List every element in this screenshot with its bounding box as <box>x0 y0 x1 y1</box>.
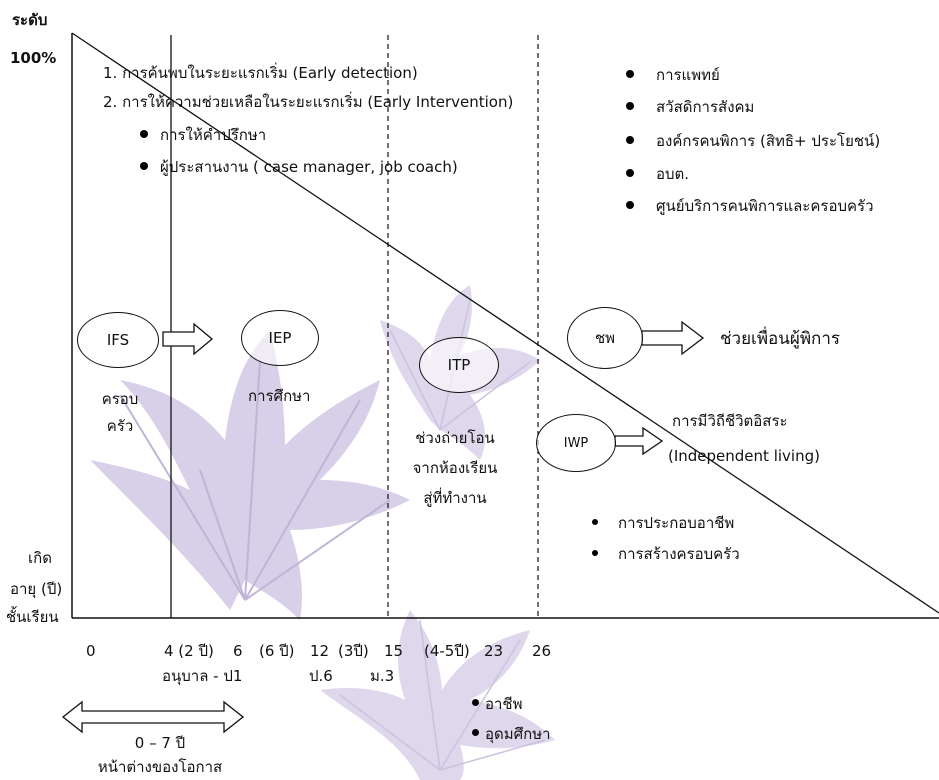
age-tick: 12 <box>310 642 330 660</box>
early-sub-item-label: การให้คำปรึกษา <box>160 126 267 144</box>
y-axis-title: ระดับ <box>12 11 48 29</box>
bullet-icon <box>472 729 479 736</box>
ifs-circle: IFS <box>77 312 159 368</box>
early-sub-item-label: ผู้ประสานงาน ( case manager, job coach) <box>160 158 458 176</box>
arrow-icon <box>614 426 664 456</box>
ifs-caption: ครอบ <box>101 390 139 408</box>
itp-circle: ITP <box>419 337 499 393</box>
y-axis-birth-label: เกิด <box>28 549 52 567</box>
after-school-item: อุดมศึกษา <box>472 724 551 744</box>
bullet-icon <box>626 200 634 209</box>
adult-item: การประกอบอาชีพ <box>592 513 734 533</box>
bullet-icon <box>626 101 634 110</box>
iwp-caption: (Independent living) <box>668 447 820 465</box>
window-range: 0 – 7 ปี <box>134 734 186 752</box>
service-item: การแพทย์ <box>626 65 720 85</box>
arrow-icon <box>162 322 214 356</box>
bullet-icon <box>592 549 598 556</box>
service-item: สวัสดิการสังคม <box>626 97 754 117</box>
itp-caption: สู่ที่ทำงาน <box>423 489 487 507</box>
grade-label: ป.6 <box>309 667 333 685</box>
itp-caption: ช่วงถ่ายโอน <box>415 429 495 447</box>
service-item-label: ศูนย์บริการคนพิการและครอบครัว <box>656 197 874 215</box>
leaf-watermark-large <box>90 330 410 620</box>
grade-label: อนุบาล - ป1 <box>162 667 243 685</box>
service-item: อบต. <box>626 164 689 184</box>
age-tick: 15 <box>384 642 404 660</box>
after-school-item-label: อาชีพ <box>485 695 523 713</box>
diagonal-decline-line <box>71 32 939 614</box>
early-sub-item: การให้คำปรึกษา <box>140 125 266 145</box>
age-tick: (4-5ปี) <box>424 642 470 660</box>
window-label: หน้าต่างของโอกาส <box>97 758 223 776</box>
service-item-label: องค์กรคนพิการ (สิทธิ+ ประโยชน์) <box>656 132 881 150</box>
early-detection-item: 1. การค้นพบในระยะแรกเริ่ม (Early detecti… <box>103 64 418 82</box>
age-tick: 0 <box>86 642 96 660</box>
y-axis-top-label: 100% <box>10 49 57 67</box>
age-tick: 6 <box>233 642 243 660</box>
bullet-icon <box>592 518 598 525</box>
bullet-icon <box>626 135 634 144</box>
chp-circle: ชพ <box>567 307 643 369</box>
service-item: ศูนย์บริการคนพิการและครอบครัว <box>626 196 874 216</box>
iep-caption: การศึกษา <box>248 387 311 405</box>
leaf-watermark-lower <box>320 610 555 780</box>
itp-caption: จากห้องเรียน <box>412 459 498 477</box>
grade-label: ม.3 <box>370 667 395 685</box>
bullet-icon <box>626 69 634 78</box>
y-axis-age-label: อายุ (ปี) <box>10 580 63 598</box>
iep-circle: IEP <box>241 310 319 366</box>
chp-caption: ช่วยเพื่อนผู้พิการ <box>720 329 841 349</box>
bullet-icon <box>472 699 479 706</box>
iwp-circle: IWP <box>536 414 616 472</box>
early-intervention-item: 2. การให้ความช่วยเหลือในระยะแรกเริ่ม (Ea… <box>103 93 514 111</box>
double-arrow-icon <box>61 700 245 734</box>
after-school-item: อาชีพ <box>472 694 523 714</box>
age-tick: 23 <box>484 642 504 660</box>
adult-item: การสร้างครอบครัว <box>592 544 740 564</box>
bullet-icon <box>140 161 148 170</box>
age-tick: 26 <box>532 642 552 660</box>
age-tick: 4 (2 ปี) <box>164 642 214 660</box>
bullet-icon <box>140 129 148 138</box>
after-school-item-label: อุดมศึกษา <box>485 725 551 743</box>
age-tick: (6 ปี) <box>259 642 295 660</box>
iwp-caption: การมีวิถีชีวิตอิสระ <box>672 412 788 430</box>
adult-item-label: การประกอบอาชีพ <box>618 514 735 532</box>
service-item-label: อบต. <box>656 165 690 183</box>
ifs-caption: ครัว <box>106 417 134 435</box>
service-item-label: สวัสดิการสังคม <box>656 98 755 116</box>
age-tick: (3ปี) <box>338 642 369 660</box>
adult-item-label: การสร้างครอบครัว <box>618 545 740 563</box>
early-sub-item: ผู้ประสานงาน ( case manager, job coach) <box>140 157 458 177</box>
arrow-icon <box>641 320 705 356</box>
bullet-icon <box>626 168 634 177</box>
service-item: องค์กรคนพิการ (สิทธิ+ ประโยชน์) <box>626 131 880 151</box>
y-axis-grade-label: ชั้นเรียน <box>6 608 59 626</box>
service-item-label: การแพทย์ <box>656 66 720 84</box>
